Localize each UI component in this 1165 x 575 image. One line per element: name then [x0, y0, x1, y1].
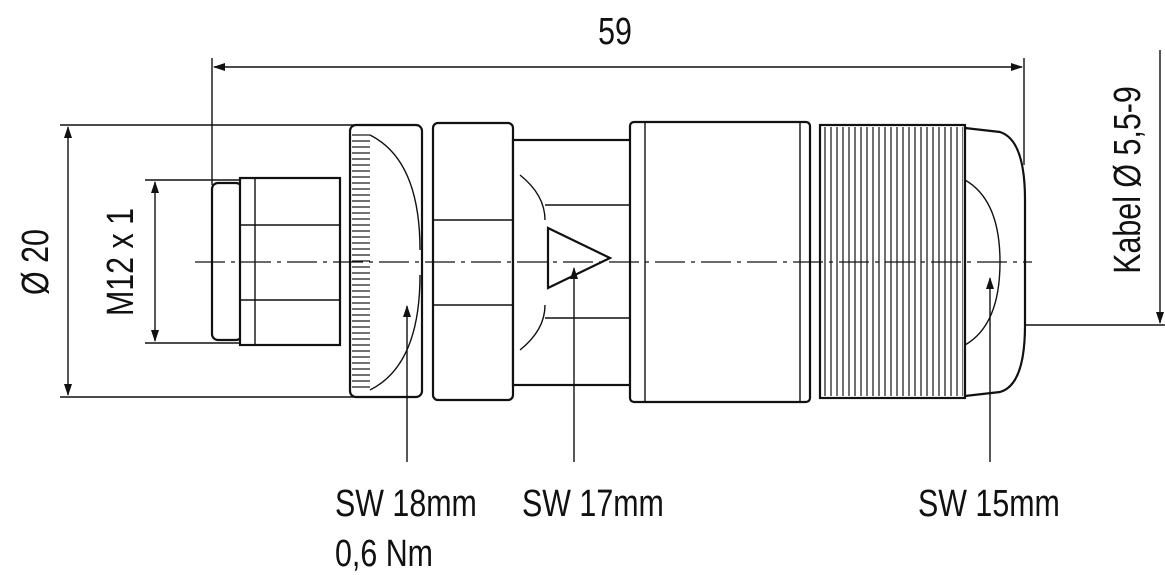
thread-dimension: M12 x 1 [100, 179, 240, 344]
sw15-label: SW 15mm [918, 483, 1060, 525]
diameter-dimension: Ø 20 [15, 124, 360, 398]
length-label: 59 [598, 11, 632, 53]
torque-label: 0,6 Nm [335, 533, 433, 575]
thread-label: M12 x 1 [100, 208, 142, 316]
sw18-label: SW 18mm [335, 483, 477, 525]
cable-dimension: Kabel Ø 5,5-9 [1000, 50, 1165, 326]
length-dimension: 59 [211, 11, 1025, 185]
diameter-label: Ø 20 [15, 229, 57, 295]
cable-label: Kabel Ø 5,5-9 [1107, 86, 1149, 274]
sw17-label: SW 17mm [522, 483, 664, 525]
